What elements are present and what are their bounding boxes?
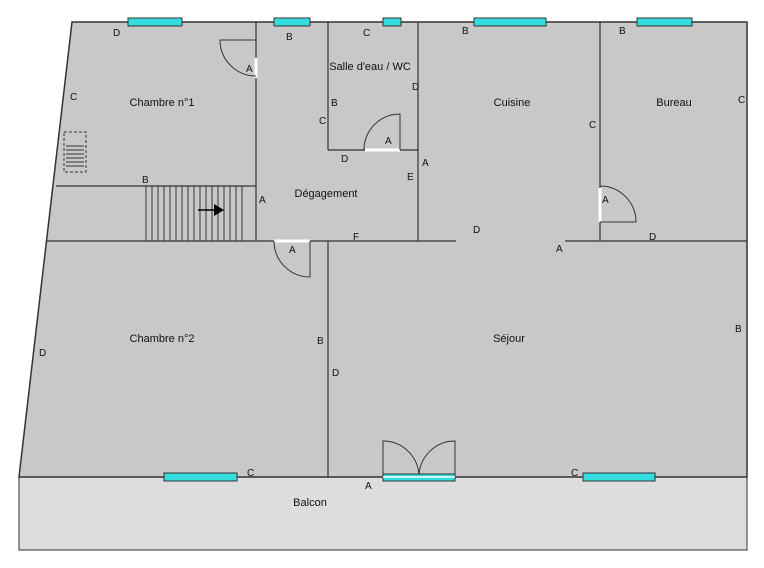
wall-code: D [341,154,348,165]
wall-code: B [286,32,293,43]
wall-code: C [589,120,596,131]
ladder-icon [63,131,87,173]
window [163,472,238,482]
wall-code: D [113,28,120,39]
wall-code: A [422,158,429,169]
room-label-salle-eau: Salle d'eau / WC [329,61,411,73]
wall-code: A [556,244,563,255]
room-label-sejour: Séjour [493,333,525,345]
door-balcony-left[interactable] [382,440,420,478]
door-balcony-right[interactable] [418,440,456,478]
room-label-balcon: Balcon [293,497,327,509]
window [273,17,311,27]
window [382,17,402,27]
floor-outline [18,21,748,478]
door-code-chambre2: A [289,245,296,256]
window [127,17,183,27]
wall-code: B [331,98,338,109]
balcony-area [18,476,748,551]
room-label-bureau: Bureau [656,97,691,109]
windows [127,17,693,482]
wall-code: C [571,468,578,479]
window [636,17,693,27]
wall-code: C [247,468,254,479]
room-label-chambre1: Chambre n°1 [130,97,195,109]
wall-code: D [332,368,339,379]
room-label-degagement: Dégagement [295,188,358,200]
wall-code: C [363,28,370,39]
door-chambre1[interactable] [219,39,257,77]
door-code-chambre1: A [246,64,253,75]
wall-code: C [319,116,326,127]
window [473,17,547,27]
door-code-bureau: A [602,195,609,206]
wall-code: D [39,348,46,359]
interior-walls [46,22,747,477]
door-bureau[interactable] [599,185,637,223]
wall-code: E [407,172,414,183]
door-wc[interactable] [363,113,401,151]
wall-code: A [365,481,372,492]
wall-code: A [259,195,266,206]
wall-code: C [738,95,745,106]
arrow-head [214,204,224,216]
wall-code: B [619,26,626,37]
wall-code: B [142,175,149,186]
door-chambre2[interactable] [273,240,311,278]
wall-code: D [473,225,480,236]
wall-code: B [462,26,469,37]
room-label-chambre2: Chambre n°2 [130,333,195,345]
wall-code: F [353,232,359,243]
wall-code: D [649,232,656,243]
ladder-outline [63,131,87,173]
wall-code: B [735,324,742,335]
wall-code: D [412,82,419,93]
window [582,472,656,482]
stairs-icon [145,185,243,242]
stair-treads [151,186,237,241]
room-label-cuisine: Cuisine [494,97,531,109]
doors [219,39,637,482]
door-code-wc: A [385,136,392,147]
wall-code: C [70,92,77,103]
wall-code: B [317,336,324,347]
